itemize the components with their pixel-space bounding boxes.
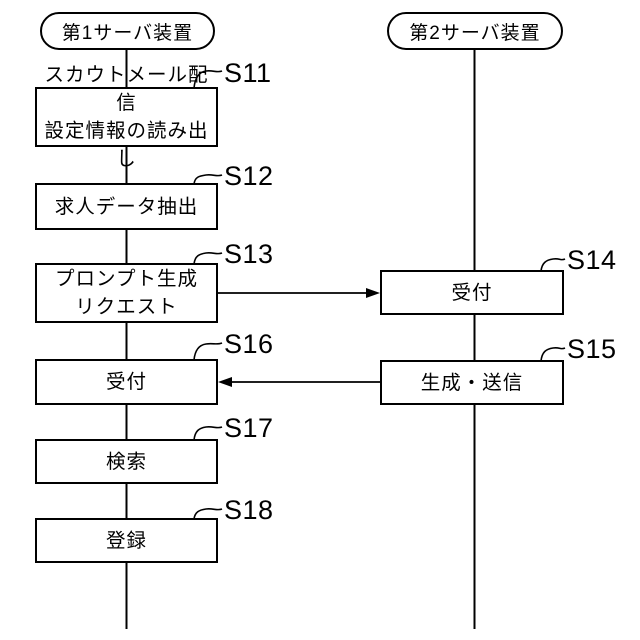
- process-s14-text: 受付: [451, 281, 493, 304]
- process-s13-text-line2: リクエスト: [75, 296, 178, 318]
- process-s17-text: 検索: [105, 450, 147, 473]
- process-s16-text: 受付: [105, 371, 147, 393]
- actor-server2-label: 第2サーバ装置: [409, 22, 541, 44]
- process-box-s18: 登録: [35, 518, 218, 563]
- step-label-s18: S18: [224, 495, 274, 525]
- process-s12-text: 求人データ抽出: [54, 195, 199, 218]
- process-s15-text: 生成・送信: [420, 371, 524, 394]
- actor-server1-label: 第1サーバ装置: [61, 22, 194, 44]
- actor-server2: 第2サーバ装置: [387, 12, 563, 50]
- step-label-s14: S14: [567, 245, 617, 275]
- process-box-s14: 受付: [380, 270, 564, 315]
- process-s18-text: 登録: [105, 529, 147, 552]
- step-label-s12: S12: [224, 161, 274, 191]
- ref-connector-s16: [193, 342, 223, 361]
- ref-connector-s17: [193, 425, 223, 441]
- arrow-s13-to-s14-head: [366, 288, 380, 298]
- step-label-s13: S13: [224, 239, 274, 269]
- process-box-s15: 生成・送信: [380, 360, 564, 405]
- ref-connector-s12: [193, 173, 223, 185]
- step-label-s17: S17: [224, 413, 274, 443]
- arrow-s15-to-s16-head: [218, 377, 232, 387]
- ref-connector-s11: [193, 69, 223, 89]
- process-box-s17: 検索: [35, 439, 218, 484]
- step-label-s15: S15: [567, 334, 617, 364]
- process-s11-text-line1: スカウトメール配信: [44, 64, 209, 114]
- actor-server1: 第1サーバ装置: [40, 12, 215, 50]
- process-s11-text-line2: 設定情報の読み出し: [44, 120, 209, 170]
- ref-connector-s15: [540, 346, 566, 362]
- process-box-s13: プロンプト生成 リクエスト: [35, 263, 218, 323]
- step-label-s11: S11: [224, 58, 272, 88]
- process-box-s11: スカウトメール配信 設定情報の読み出し: [35, 64, 218, 170]
- ref-connector-s14: [540, 257, 566, 272]
- process-box-s16: 受付: [35, 359, 218, 405]
- ref-connector-s13: [193, 251, 223, 265]
- step-label-s16: S16: [224, 329, 274, 359]
- ref-connector-s18: [193, 507, 223, 520]
- process-box-s12: 求人データ抽出: [35, 183, 218, 230]
- process-s13-text-line1: プロンプト生成: [55, 268, 198, 290]
